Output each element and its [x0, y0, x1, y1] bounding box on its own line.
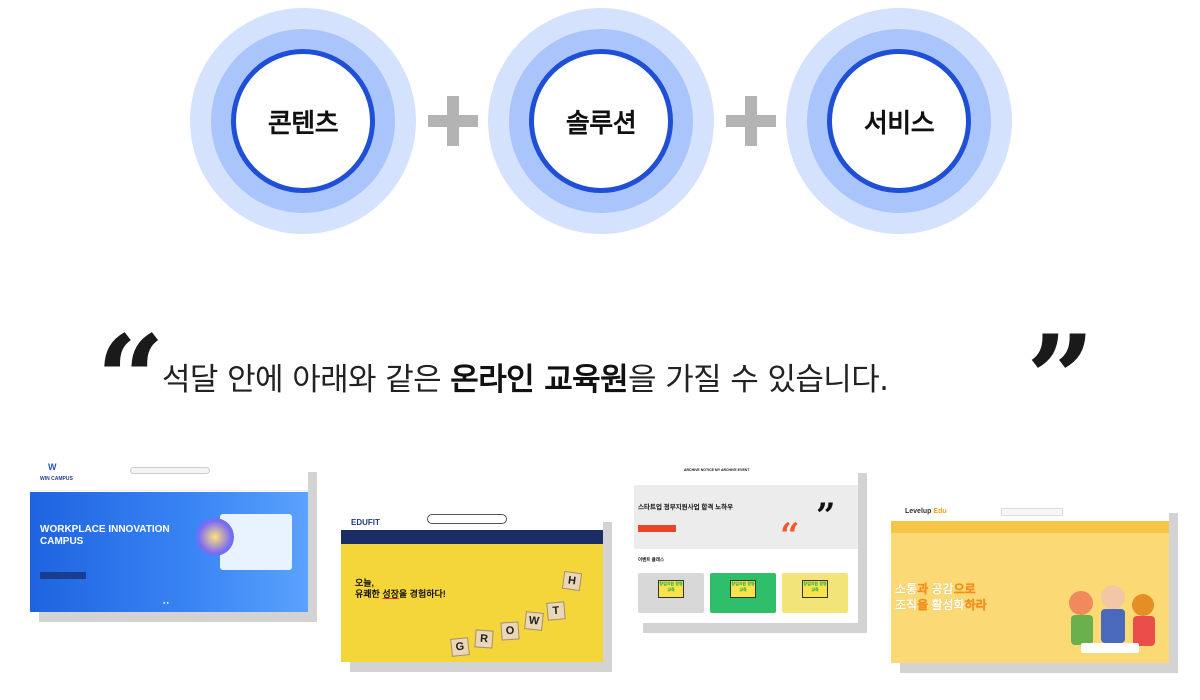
people-illustration — [1069, 585, 1155, 653]
open-quote-icon: “ — [780, 516, 800, 556]
close-quote-icon: ” — [816, 496, 836, 536]
pillar-label: 솔루션 — [529, 49, 673, 193]
screenshot-levelup-edu: Levelup Edu 소통과 공감으로 조직을 활성화하라 — [891, 503, 1169, 663]
hero-title: 스타트업 정부지원사업 합격 노하우 — [638, 504, 734, 511]
search-box — [427, 514, 507, 524]
headline: “ 석달 안에 아래와 같은 온라인 교육원을 가질 수 있습니다. ” — [96, 320, 1106, 440]
open-quote-icon: “ — [96, 309, 166, 450]
carousel-dots-icon: ● ● — [163, 600, 169, 605]
search-box — [130, 467, 210, 474]
pillar-solution: 솔루션 — [488, 8, 714, 234]
site-logo: WIN CAMPUS — [40, 476, 73, 482]
site-logo: EDUFIT — [351, 518, 380, 527]
hero-title: 소통과 공감으로 조직을 활성화하라 — [895, 582, 987, 612]
hero-banner: WORKPLACE INNOVATION CAMPUS ● ● — [30, 492, 308, 612]
pillar-service: 서비스 — [786, 8, 1012, 234]
hero-title: WORKPLACE INNOVATION CAMPUS — [40, 524, 170, 547]
growth-cube: G — [450, 637, 470, 657]
close-quote-icon: ” — [1026, 309, 1096, 450]
search-box — [1001, 508, 1063, 516]
hero-banner: 스타트업 정부지원사업 합격 노하우 “ ” — [634, 485, 858, 553]
section-title: 이벤트 클래스 — [638, 557, 665, 562]
class-card: 창업지원 경영 교육 — [710, 573, 776, 613]
growth-cube: W — [524, 611, 544, 631]
bulb-illustration — [196, 518, 234, 556]
plus-icon — [428, 96, 478, 146]
growth-cube: T — [546, 601, 566, 621]
screenshot-win-campus: W WIN CAMPUS WORKPLACE INNOVATION CAMPUS… — [30, 462, 308, 612]
hero-banner: 오늘, 유쾌한 성장을 경험하다! G R O W T H — [341, 544, 603, 662]
hero-title: 오늘, 유쾌한 성장을 경험하다! — [355, 578, 446, 599]
screenshot-edufit: EDUFIT 오늘, 유쾌한 성장을 경험하다! G R O W T H — [341, 512, 603, 662]
growth-cube: H — [561, 570, 583, 592]
class-card: 창업지원 경영 교육 — [638, 573, 704, 613]
nav-menu: ARCHIVE NOTICE MY ARCHIVE EVENT — [684, 468, 750, 472]
pillar-contents: 콘텐츠 — [190, 8, 416, 234]
growth-cube: O — [500, 621, 520, 641]
hero-banner: 소통과 공감으로 조직을 활성화하라 — [891, 533, 1169, 663]
growth-cube: R — [474, 629, 494, 649]
brand-logo-icon: W — [48, 462, 57, 472]
class-card: 창업지원 경영 교육 — [782, 573, 848, 613]
nav-bar — [341, 530, 603, 544]
pillar-label: 서비스 — [827, 49, 971, 193]
screenshot-startup-archive: ARCHIVE NOTICE MY ARCHIVE EVENT 스타트업 정부지… — [634, 463, 858, 623]
headline-text: 석달 안에 아래와 같은 온라인 교육원을 가질 수 있습니다. — [162, 362, 889, 398]
plus-icon — [726, 96, 776, 146]
hero-button — [638, 525, 676, 532]
pillar-label: 콘텐츠 — [231, 49, 375, 193]
hero-button — [40, 572, 86, 579]
site-logo: Levelup Edu — [905, 508, 947, 515]
nav-bar — [891, 521, 1169, 533]
